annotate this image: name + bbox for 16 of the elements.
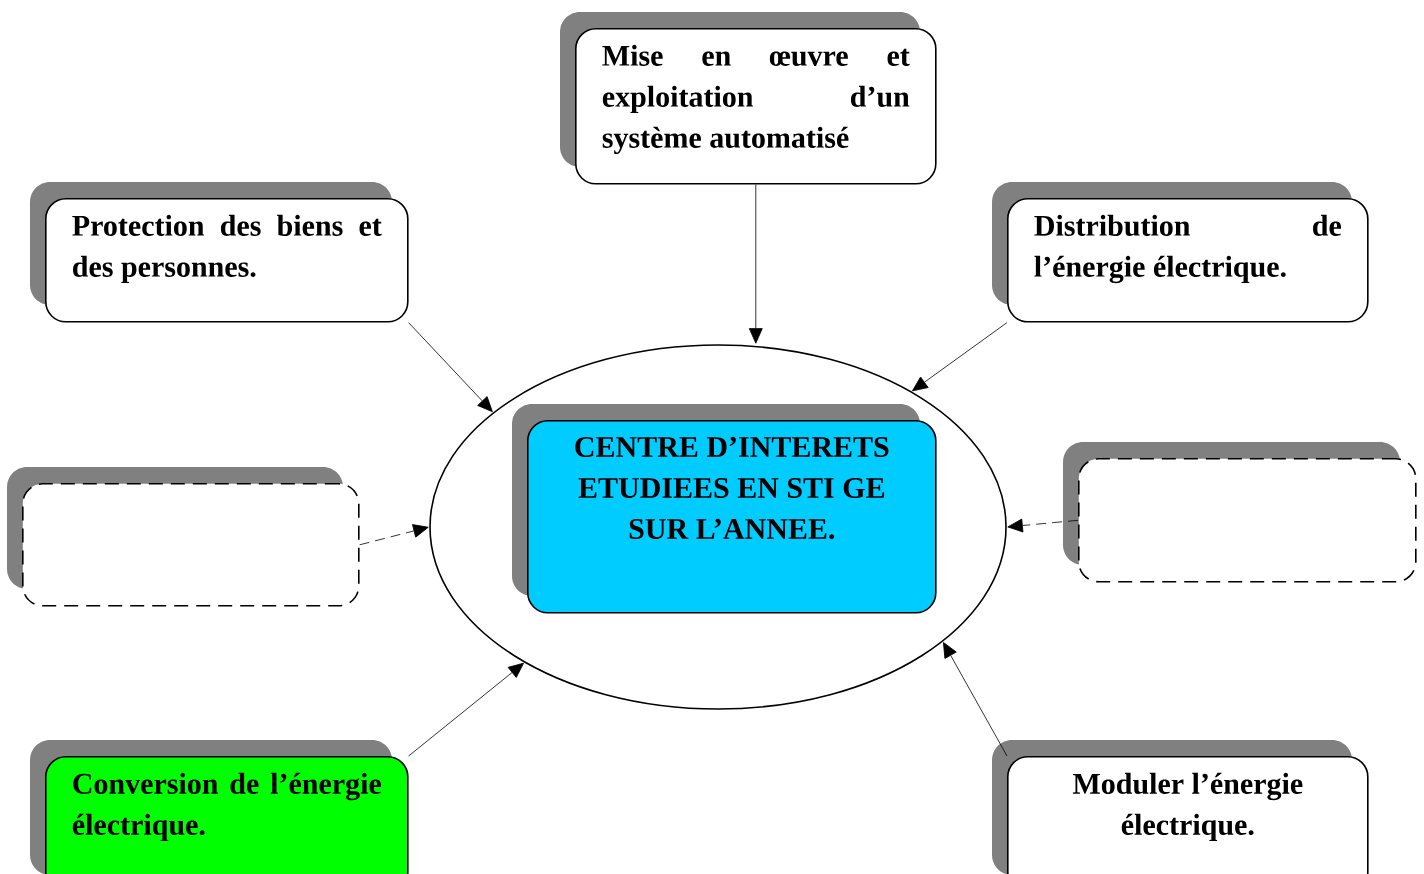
arrow bbox=[943, 642, 1008, 757]
empty-box bbox=[7, 467, 360, 607]
arrow bbox=[1007, 518, 1079, 533]
arrow bbox=[408, 322, 493, 413]
arrow bbox=[912, 322, 1008, 392]
topic-box: Mise en œuvre et exploitation d’un système automatisé bbox=[560, 12, 937, 185]
arrow bbox=[408, 662, 524, 757]
topic-box: Protection des biens et des personnes. bbox=[30, 182, 409, 323]
arrow bbox=[748, 184, 763, 344]
ellipse bbox=[429, 344, 1007, 710]
arrow bbox=[359, 524, 429, 546]
title-box: CENTRE D’INTERETS ETUDIEES EN STI GE SUR L’ANNEE. bbox=[512, 404, 937, 614]
topic-box: Moduler l’énergie électrique. bbox=[992, 740, 1369, 874]
empty-box bbox=[1063, 442, 1417, 583]
topic-box: Conversion de l’énergie électrique. bbox=[30, 740, 409, 874]
topic-box: Distribution de l’énergie électrique. bbox=[992, 182, 1369, 323]
